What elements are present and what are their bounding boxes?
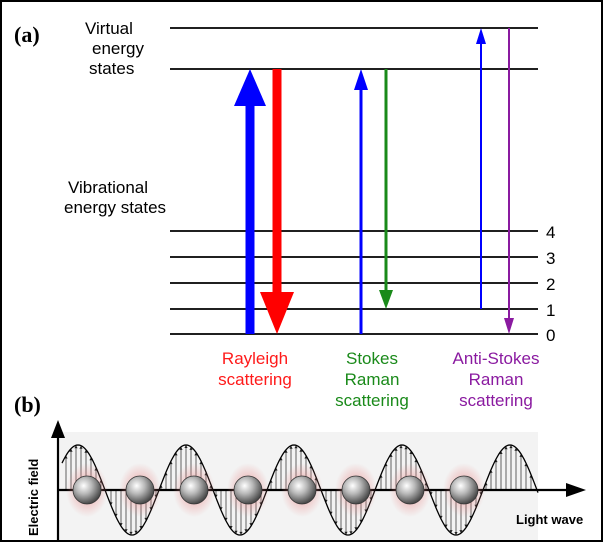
- field-vector-head: [404, 446, 408, 450]
- molecule: [179, 475, 209, 505]
- x-axis-label: Light wave: [516, 512, 583, 527]
- field-vector-head: [299, 448, 303, 452]
- level-number-1: 1: [546, 301, 555, 320]
- panel-a-label: (a): [14, 22, 40, 47]
- field-vector-head: [454, 532, 458, 535]
- field-vector-head: [449, 530, 453, 534]
- y-axis-label: Electric field: [26, 459, 41, 536]
- field-vector-head: [349, 531, 353, 535]
- field-vector-head: [514, 447, 518, 451]
- vibrational-label-line-2: energy states: [64, 198, 166, 217]
- field-vector-head: [284, 449, 288, 453]
- field-vector-head: [129, 531, 133, 535]
- field-vector-head: [289, 445, 293, 449]
- molecule: [72, 475, 102, 505]
- field-vector-head: [399, 445, 403, 449]
- panel-b-label: (b): [14, 392, 41, 417]
- field-vector-head: [84, 449, 88, 453]
- virtual-label-line-2: energy: [92, 39, 144, 58]
- panel-a: (a) Virtual energy states Vibrational en…: [14, 19, 555, 410]
- field-vector-head: [134, 530, 138, 534]
- stokes-label-line-2: Raman: [345, 370, 400, 389]
- molecule: [233, 475, 263, 505]
- molecule: [395, 475, 425, 505]
- field-vector-head: [189, 446, 193, 450]
- molecules: [66, 463, 485, 517]
- field-vector-head: [124, 529, 128, 533]
- molecule: [341, 475, 371, 505]
- level-number-2: 2: [546, 275, 555, 294]
- field-vector-head: [184, 445, 188, 448]
- anti-stokes-label-line-3: scattering: [459, 391, 533, 410]
- field-vector-head: [79, 445, 83, 449]
- field-vector-head: [344, 531, 348, 535]
- field-vector-head: [179, 446, 183, 450]
- rayleigh-label-line-2: scattering: [218, 370, 292, 389]
- field-vector-head: [354, 527, 358, 531]
- stokes-emission-arrow: [379, 69, 393, 309]
- panel-b: (b) Electric field Light wave: [14, 392, 586, 540]
- level-number-4: 4: [546, 223, 555, 242]
- virtual-label-line-1: Virtual: [85, 19, 133, 38]
- rayleigh-excitation-arrow: [234, 69, 266, 334]
- virtual-label-line-3: states: [89, 59, 134, 78]
- rayleigh-label-line-1: Rayleigh: [222, 349, 288, 368]
- field-vector-head: [74, 445, 78, 449]
- field-vector-head: [459, 530, 463, 534]
- anti-stokes-label-line-2: Raman: [469, 370, 524, 389]
- level-number-3: 3: [546, 249, 555, 268]
- stokes-label-line-3: scattering: [335, 391, 409, 410]
- field-vector-head: [69, 448, 73, 452]
- field-vector-head: [244, 529, 248, 533]
- stokes-label-line-1: Stokes: [346, 349, 398, 368]
- field-vector-head: [239, 531, 243, 535]
- level-number-0: 0: [546, 326, 555, 345]
- light-wave-curve: [61, 444, 539, 536]
- anti-stokes-label-line-1: Anti-Stokes: [453, 349, 540, 368]
- molecule: [449, 475, 479, 505]
- field-vector-head: [234, 530, 238, 534]
- anti-stokes-emission-arrow: [504, 28, 514, 334]
- anti-stokes-excitation-arrow: [476, 28, 486, 309]
- field-vector-head: [339, 528, 343, 532]
- field-vector-head: [394, 447, 398, 451]
- rayleigh-emission-arrow: [260, 69, 294, 334]
- electric-field-axis: [51, 420, 65, 540]
- field-vector-head: [509, 445, 513, 449]
- molecule: [287, 475, 317, 505]
- molecule: [125, 475, 155, 505]
- field-vector-head: [504, 446, 508, 450]
- vibrational-label-line-1: Vibrational: [68, 178, 148, 197]
- field-vector-head: [294, 445, 298, 449]
- stokes-excitation-arrow: [354, 69, 368, 334]
